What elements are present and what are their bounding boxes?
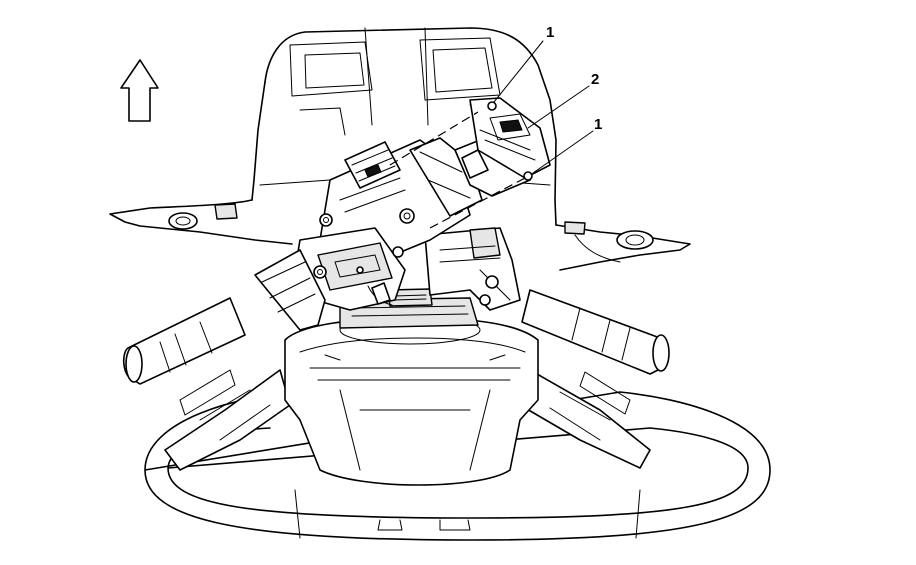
right-switch-housing	[424, 227, 521, 311]
callout-leaders	[493, 40, 594, 174]
left-stalk	[122, 297, 246, 385]
steering-wheel	[144, 391, 771, 541]
assembly-path-lines	[389, 111, 526, 229]
steering-hub	[284, 288, 539, 486]
lower-switch-body	[254, 227, 406, 331]
right-stalk	[521, 289, 670, 375]
up-arrow-icon	[120, 59, 159, 122]
leader-line-1b	[532, 130, 594, 174]
callout-label-1b: 1	[594, 116, 602, 133]
callout-label-1a: 1	[546, 24, 554, 41]
leader-line-2	[527, 85, 590, 129]
connector-2	[454, 97, 551, 197]
leader-line-1a	[493, 40, 544, 103]
callout-label-2: 2	[591, 71, 599, 88]
